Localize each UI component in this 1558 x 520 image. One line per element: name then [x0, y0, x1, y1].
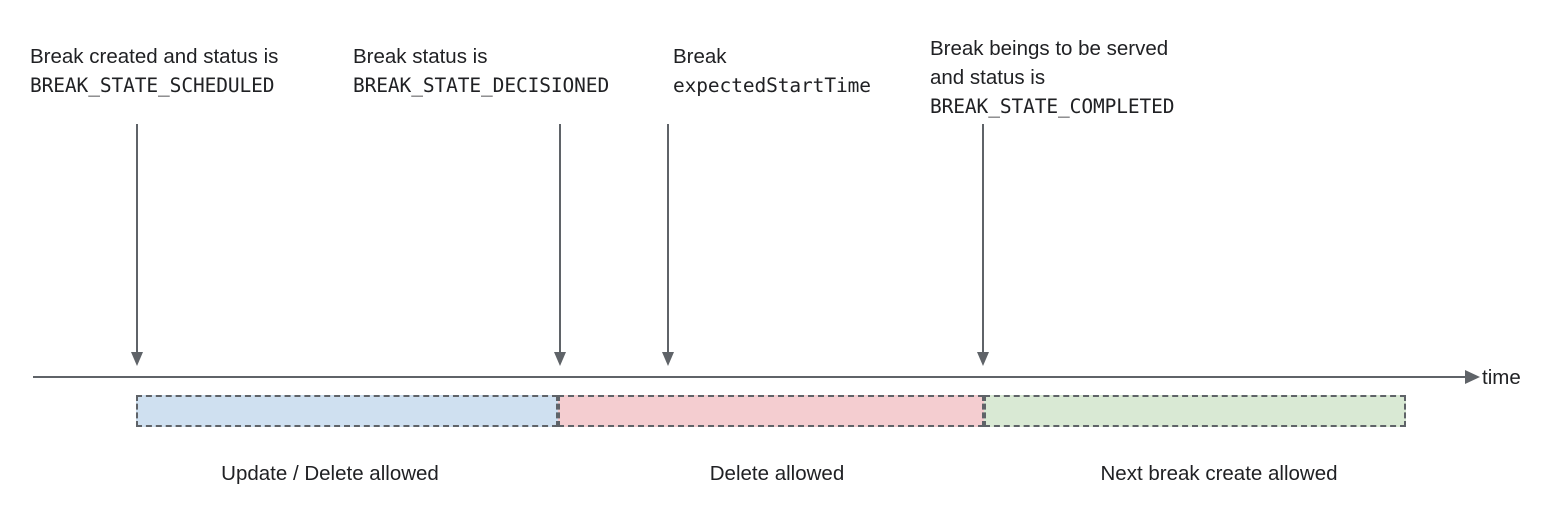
event-label-line: and status is [930, 66, 1046, 89]
arrow-down-icon [662, 352, 674, 366]
arrow-right-icon [1465, 370, 1480, 384]
event-label-line: Break created and status is [30, 45, 279, 68]
arrow-down-icon [554, 352, 566, 366]
event-arrow-completed [977, 124, 990, 366]
arrow-shaft [559, 124, 561, 353]
event-label-line: BREAK_STATE_DECISIONED [353, 74, 610, 97]
phase-caption-delete-only: Delete allowed [709, 462, 845, 485]
phase-bar-next-break-create [984, 395, 1406, 427]
time-axis-line [33, 376, 1465, 378]
arrow-down-icon [977, 352, 989, 366]
arrow-shaft [136, 124, 138, 353]
event-label-completed: Break beings to be served and status is BR… [930, 34, 1175, 121]
event-label-line: expectedStartTime [673, 74, 871, 97]
event-label-decisioned: Break status is BREAK_STATE_DECISIONED [353, 42, 609, 100]
event-label-scheduled: Break created and status is BREAK_STATE_S… [30, 42, 278, 100]
event-label-line: Break beings to be served [930, 37, 1169, 60]
phase-bar-delete-only [558, 395, 984, 427]
phase-caption-next-break-create: Next break create allowed [1100, 462, 1338, 485]
event-label-line: Break [673, 45, 727, 68]
arrow-shaft [667, 124, 669, 353]
event-label-line: BREAK_STATE_COMPLETED [930, 95, 1175, 118]
event-label-line: BREAK_STATE_SCHEDULED [30, 74, 275, 97]
arrow-down-icon [131, 352, 143, 366]
arrow-shaft [982, 124, 984, 353]
event-arrow-expected-start-time [662, 124, 675, 366]
event-arrow-decisioned [554, 124, 567, 366]
event-arrow-scheduled [131, 124, 144, 366]
event-label-expected-start-time: Break expectedStartTime [673, 42, 871, 100]
time-axis-label: time [1482, 366, 1521, 389]
event-label-line: Break status is [353, 45, 488, 68]
phase-bar-update-delete [136, 395, 558, 427]
phase-caption-update-delete: Update / Delete allowed [221, 462, 439, 485]
